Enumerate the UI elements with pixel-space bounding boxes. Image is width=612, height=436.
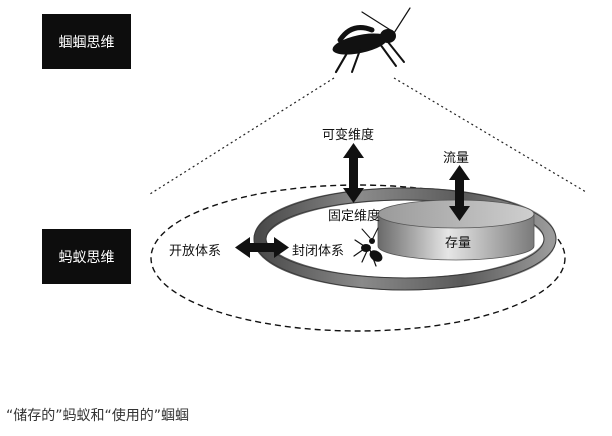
flow-label: 流量 xyxy=(443,151,470,166)
grasshopper-thinking-label: 蝈蝈思维 xyxy=(58,34,115,51)
closed-system-label: 封闭体系 xyxy=(292,244,345,259)
figure-caption: “储存的”蚂蚁和“使用的”蝈蝈 xyxy=(6,408,190,424)
diagram-canvas xyxy=(149,7,587,332)
variable-dimension-label: 可变维度 xyxy=(322,128,375,143)
perspective-line-left xyxy=(149,77,335,195)
stock-label: 存量 xyxy=(445,236,472,251)
ant-icon xyxy=(353,227,383,267)
perspective-line-right xyxy=(393,77,587,193)
grasshopper-icon xyxy=(332,7,411,74)
open-system-label: 开放体系 xyxy=(169,244,222,259)
closed-system-ring xyxy=(253,187,557,291)
variable-dimension-arrow xyxy=(343,143,364,203)
boundary-ellipse xyxy=(150,184,566,332)
flow-arrow xyxy=(449,165,470,221)
ant-thinking-box: 蚂蚁思维 xyxy=(42,229,131,284)
open-closed-arrow xyxy=(235,237,289,258)
grasshopper-thinking-box: 蝈蝈思维 xyxy=(42,14,131,69)
stock-cylinder xyxy=(377,199,535,261)
ant-thinking-label: 蚂蚁思维 xyxy=(58,249,115,266)
fixed-dimension-label: 固定维度 xyxy=(328,209,381,224)
